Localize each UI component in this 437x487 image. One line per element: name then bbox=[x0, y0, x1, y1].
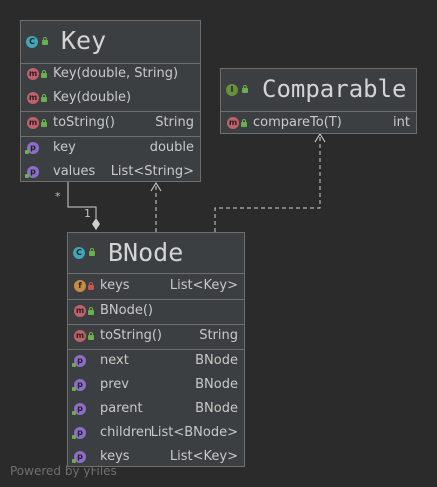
property-icon: p bbox=[74, 451, 86, 463]
public-lock-icon bbox=[72, 387, 76, 391]
propertie-row[interactable]: p keys List<Key> bbox=[68, 445, 244, 469]
key-class-header: C Key bbox=[21, 21, 200, 64]
comparable-interface-node[interactable]: I Comparable m compareTo(T) int bbox=[220, 68, 417, 134]
member-type: BNode bbox=[195, 353, 238, 368]
compartment-separator bbox=[68, 349, 244, 350]
propertie-row[interactable]: p prev BNode bbox=[68, 373, 244, 397]
class-icon: C bbox=[73, 247, 85, 259]
public-lock-icon bbox=[42, 37, 48, 45]
member-name: Key(double, String) bbox=[53, 66, 179, 81]
public-lock-icon bbox=[41, 70, 47, 78]
member-name: values bbox=[53, 164, 96, 179]
propertie-row[interactable]: p next BNode bbox=[68, 349, 244, 373]
realization-arrowhead bbox=[314, 133, 326, 143]
property-icon: p bbox=[74, 403, 86, 415]
class-name: Key bbox=[61, 26, 107, 55]
public-lock-icon bbox=[89, 248, 95, 256]
method-icon: m bbox=[27, 68, 39, 80]
dependency-arrowhead bbox=[150, 182, 162, 192]
property-icon: p bbox=[27, 166, 39, 178]
public-lock-icon bbox=[72, 459, 76, 463]
field-icon: f bbox=[74, 280, 86, 292]
public-lock-icon bbox=[25, 174, 29, 178]
member-type: BNode bbox=[195, 401, 238, 416]
property-icon: p bbox=[74, 355, 86, 367]
footer-credit: Powered by yFiles bbox=[10, 464, 117, 478]
member-name: children bbox=[100, 425, 153, 440]
propertie-row[interactable]: p parent BNode bbox=[68, 397, 244, 421]
property-icon: p bbox=[27, 142, 39, 154]
field-row[interactable]: f keys List<Key> bbox=[68, 274, 244, 298]
public-lock-icon bbox=[25, 150, 29, 154]
member-type: List<Key> bbox=[169, 449, 238, 464]
public-lock-icon bbox=[72, 363, 76, 367]
realization-edge bbox=[214, 134, 321, 232]
multiplicity-one: 1 bbox=[84, 207, 91, 220]
member-name: Key(double) bbox=[53, 90, 132, 105]
compartment-separator bbox=[21, 111, 200, 112]
public-lock-icon bbox=[41, 94, 47, 102]
member-name: parent bbox=[100, 401, 143, 416]
method-row[interactable]: m toString() String bbox=[68, 324, 244, 348]
member-name: key bbox=[53, 140, 76, 155]
class-icon: C bbox=[26, 36, 38, 48]
bnode-class-header: C BNode bbox=[68, 233, 244, 274]
private-lock-icon bbox=[88, 282, 94, 290]
member-name: next bbox=[100, 353, 129, 368]
method-icon: m bbox=[227, 117, 239, 129]
constructor-row[interactable]: m BNode() bbox=[68, 299, 244, 323]
member-type: List<String> bbox=[110, 164, 194, 179]
class-name: BNode bbox=[108, 238, 184, 267]
member-type: int bbox=[393, 115, 410, 130]
constructor-row[interactable]: m Key(double) bbox=[21, 86, 200, 110]
public-lock-icon bbox=[72, 411, 76, 415]
member-name: BNode() bbox=[100, 303, 153, 318]
interface-icon: I bbox=[226, 84, 238, 96]
composition-diamond bbox=[92, 218, 100, 230]
compartment-separator bbox=[68, 324, 244, 325]
propertie-row[interactable]: p values List<String> bbox=[21, 160, 200, 184]
method-icon: m bbox=[74, 330, 86, 342]
member-name: keys bbox=[100, 449, 130, 464]
public-lock-icon bbox=[88, 307, 94, 315]
compartment-separator bbox=[68, 299, 244, 300]
member-type: BNode bbox=[195, 377, 238, 392]
method-icon: m bbox=[27, 117, 39, 129]
comparable-header: I Comparable bbox=[221, 69, 416, 112]
public-lock-icon bbox=[88, 332, 94, 340]
constructor-row[interactable]: m Key(double, String) bbox=[21, 62, 200, 86]
property-icon: p bbox=[74, 427, 86, 439]
property-icon: p bbox=[74, 379, 86, 391]
member-type: List<Key> bbox=[169, 278, 238, 293]
member-type: double bbox=[149, 140, 194, 155]
public-lock-icon bbox=[41, 119, 47, 127]
propertie-row[interactable]: p key double bbox=[21, 136, 200, 160]
member-name: keys bbox=[100, 278, 130, 293]
compartment-separator bbox=[21, 136, 200, 137]
member-name: toString() bbox=[53, 115, 115, 130]
public-lock-icon bbox=[72, 435, 76, 439]
multiplicity-many: * bbox=[55, 190, 61, 203]
member-name: toString() bbox=[100, 328, 162, 343]
method-icon: m bbox=[27, 92, 39, 104]
association-edge bbox=[67, 181, 97, 218]
interface-name: Comparable bbox=[262, 75, 407, 103]
method-row[interactable]: m toString() String bbox=[21, 111, 200, 135]
method-icon: m bbox=[74, 305, 86, 317]
public-lock-icon bbox=[241, 119, 247, 127]
public-lock-icon bbox=[242, 85, 248, 93]
member-type: List<BNode> bbox=[150, 425, 238, 440]
member-name: compareTo(T) bbox=[253, 115, 342, 130]
method-row[interactable]: m compareTo(T) int bbox=[221, 111, 416, 135]
member-type: String bbox=[199, 328, 238, 343]
member-type: String bbox=[155, 115, 194, 130]
member-name: prev bbox=[100, 377, 130, 392]
